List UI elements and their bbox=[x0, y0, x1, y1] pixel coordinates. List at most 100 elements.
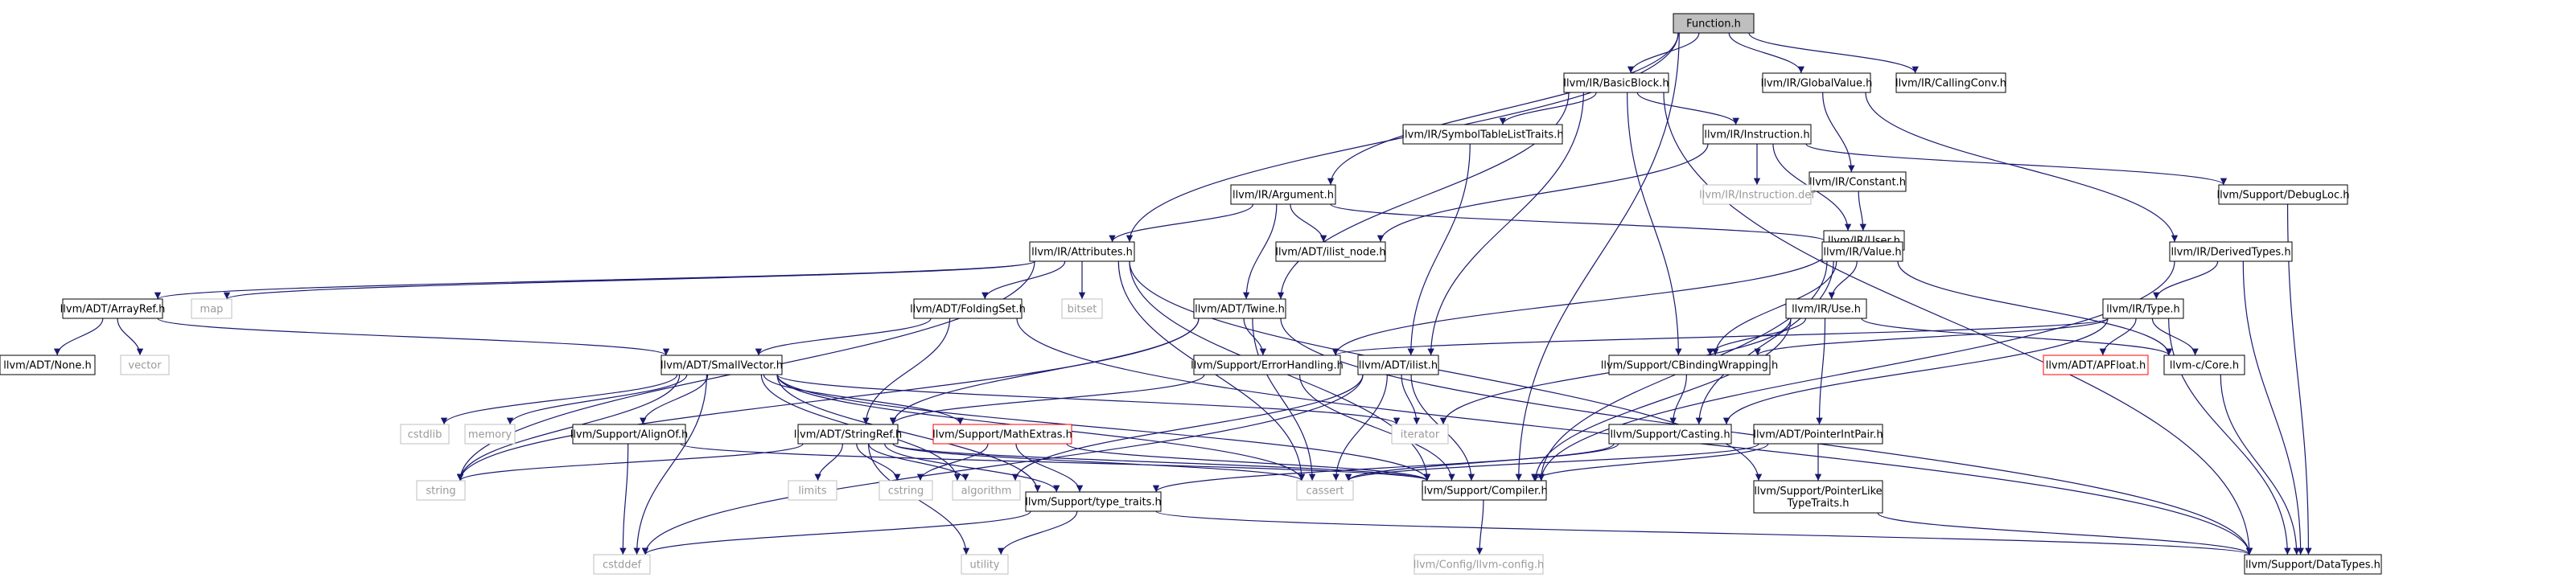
node-pointerintpair[interactable]: llvm/ADT/PointerIntPair.h bbox=[1753, 424, 1883, 445]
node-box bbox=[593, 554, 651, 575]
node-mathextras[interactable]: llvm/Support/MathExtras.h bbox=[932, 424, 1072, 445]
node-label: map bbox=[200, 304, 224, 316]
node-ilist[interactable]: llvm/ADT/ilist.h bbox=[1357, 355, 1439, 375]
node-label: utility bbox=[970, 559, 1000, 572]
node-casting[interactable]: llvm/Support/Casting.h bbox=[1608, 424, 1732, 445]
edge-typetraits-to-datatypes bbox=[1155, 510, 2253, 555]
edge-type-to-casting bbox=[1722, 318, 2109, 425]
node-box bbox=[1608, 424, 1732, 445]
node-label: llvm/Support/CBindingWrapping.h bbox=[1601, 360, 1779, 372]
edge-value-to-c_core bbox=[1897, 260, 2173, 356]
edge-basicblock-to-instruction bbox=[1636, 92, 1739, 125]
node-box bbox=[416, 480, 466, 501]
edge-smallvector-to-cstddef bbox=[633, 374, 707, 555]
node-alignof[interactable]: llvm/Support/AlignOf.h bbox=[570, 424, 689, 445]
edge-function_h-to-argument bbox=[1327, 32, 1679, 186]
node-label: llvm/Support/Compiler.h bbox=[1421, 486, 1547, 498]
node-argument[interactable]: llvm/IR/Argument.h bbox=[1230, 184, 1336, 205]
node-box bbox=[1753, 480, 1883, 514]
node-instruction[interactable]: llvm/IR/Instruction.h bbox=[1702, 124, 1812, 145]
edge-arrayref-to-smallvector bbox=[157, 318, 669, 356]
node-use[interactable]: llvm/IR/Use.h bbox=[1785, 298, 1867, 319]
edge-function_h-to-compiler bbox=[1515, 32, 1680, 482]
node-box bbox=[1821, 241, 1903, 262]
node-box bbox=[1414, 554, 1544, 575]
edge-pointerintpair-to-cassert bbox=[1345, 443, 1759, 482]
edge-use-to-compiler bbox=[1532, 318, 1792, 482]
node-box bbox=[2244, 554, 2382, 575]
node-symtablelist[interactable]: llvm/IR/SymbolTableListTraits.h bbox=[1401, 124, 1564, 145]
node-label: llvm/Support/AlignOf.h bbox=[570, 429, 689, 441]
node-debugloc[interactable]: llvm/Support/DebugLoc.h bbox=[2217, 184, 2350, 205]
edge-basicblock-to-ilist bbox=[1427, 92, 1584, 356]
edge-pointerlike-to-datatypes bbox=[1877, 512, 2253, 555]
node-cbinding[interactable]: llvm/Support/CBindingWrapping.h bbox=[1601, 355, 1779, 375]
node-errorhandling[interactable]: llvm/Support/ErrorHandling.h bbox=[1191, 355, 1344, 375]
node-box bbox=[961, 554, 1009, 575]
node-stringref[interactable]: llvm/ADT/StringRef.h bbox=[794, 424, 902, 445]
node-apfloat[interactable]: llvm/ADT/APFloat.h bbox=[2043, 355, 2149, 375]
node-callingconv[interactable]: llvm/IR/CallingConv.h bbox=[1895, 72, 2006, 93]
node-box bbox=[879, 480, 933, 501]
node-algorithm: algorithm bbox=[952, 480, 1021, 501]
edge-twine-to-string bbox=[456, 318, 1200, 482]
node-value[interactable]: llvm/IR/Value.h bbox=[1821, 241, 1903, 262]
node-none[interactable]: llvm/ADT/None.h bbox=[0, 355, 96, 375]
node-compiler[interactable]: llvm/Support/Compiler.h bbox=[1421, 480, 1548, 501]
node-basicblock[interactable]: llvm/IR/BasicBlock.h bbox=[1563, 72, 1669, 93]
node-twine[interactable]: llvm/ADT/Twine.h bbox=[1193, 298, 1286, 319]
node-label: llvm/IR/SymbolTableListTraits.h bbox=[1401, 129, 1563, 141]
node-label: llvm/IR/Instruction.def bbox=[1699, 190, 1815, 202]
edge-value-to-use bbox=[1828, 260, 1858, 300]
edge-type-to-cbinding bbox=[1754, 318, 2109, 356]
node-attributes[interactable]: llvm/IR/Attributes.h bbox=[1029, 241, 1135, 262]
node-derivedtypes[interactable]: llvm/IR/DerivedTypes.h bbox=[2169, 241, 2293, 262]
edge-attributes-to-map bbox=[224, 260, 1035, 300]
node-datatypes[interactable]: llvm/Support/DataTypes.h bbox=[2244, 554, 2382, 575]
node-smallvector[interactable]: llvm/ADT/SmallVector.h bbox=[660, 355, 783, 375]
edge-symtablelist-to-ilist bbox=[1407, 143, 1471, 356]
node-box bbox=[120, 355, 170, 375]
edge-function_h-to-globalvalue bbox=[1728, 32, 1804, 74]
edge-typetraits-to-utility bbox=[998, 510, 1078, 555]
node-box bbox=[1230, 184, 1336, 205]
node-label: cstdlib bbox=[408, 429, 442, 441]
edge-type-to-datatypes bbox=[2168, 318, 2291, 555]
node-label: llvm/Config/llvm-config.h bbox=[1414, 559, 1544, 572]
edge-mathextras-to-typetraits bbox=[1015, 443, 1084, 493]
node-label: llvm/IR/Attributes.h bbox=[1031, 247, 1133, 259]
node-label: cstring bbox=[888, 486, 924, 498]
edge-argument-to-twine bbox=[1242, 203, 1278, 300]
edge-foldingset-to-stringref bbox=[862, 318, 951, 425]
node-box bbox=[1402, 124, 1563, 145]
node-label: llvm/IR/BasicBlock.h bbox=[1563, 78, 1669, 90]
node-foldingset[interactable]: llvm/ADT/FoldingSet.h bbox=[910, 298, 1026, 319]
edge-user-to-errorhandling bbox=[1331, 249, 1829, 356]
node-constant[interactable]: llvm/IR/Constant.h bbox=[1809, 171, 1907, 192]
node-label: llvm/IR/Instruction.h bbox=[1704, 129, 1809, 141]
node-type[interactable]: llvm/IR/Type.h bbox=[2102, 298, 2184, 319]
edge-smallvector-to-string bbox=[456, 374, 681, 482]
node-vector: vector bbox=[120, 355, 170, 375]
node-box bbox=[1391, 424, 1449, 445]
edge-derivedtypes-to-datatypes bbox=[2242, 260, 2304, 555]
edge-smallvector-to-iterator bbox=[776, 374, 1400, 425]
node-function-h[interactable]: Function.h bbox=[1673, 13, 1755, 34]
node-cassert: cassert bbox=[1296, 480, 1354, 501]
node-label: llvm/Support/DebugLoc.h bbox=[2217, 190, 2350, 202]
node-globalvalue[interactable]: llvm/IR/GlobalValue.h bbox=[1761, 72, 1873, 93]
node-label: llvm/IR/CallingConv.h bbox=[1895, 78, 2006, 90]
node-label: llvm/Support/Casting.h bbox=[1610, 429, 1730, 441]
node-box bbox=[0, 355, 96, 375]
edge-attributes-to-arrayref bbox=[154, 260, 1035, 300]
node-c-core[interactable]: llvm-c/Core.h bbox=[2163, 355, 2245, 375]
node-arrayref[interactable]: llvm/ADT/ArrayRef.h bbox=[60, 298, 166, 319]
node-typetraits[interactable]: llvm/Support/type_traits.h bbox=[1025, 491, 1162, 512]
node-ilist-node[interactable]: llvm/ADT/ilist_node.h bbox=[1275, 241, 1386, 262]
node-label: llvm/ADT/Twine.h bbox=[1195, 304, 1285, 316]
node-box bbox=[1296, 480, 1354, 501]
node-memory: memory bbox=[464, 424, 516, 445]
node-llvmconfig: llvm/Config/llvm-config.h bbox=[1414, 554, 1544, 575]
node-box bbox=[1608, 355, 1771, 375]
